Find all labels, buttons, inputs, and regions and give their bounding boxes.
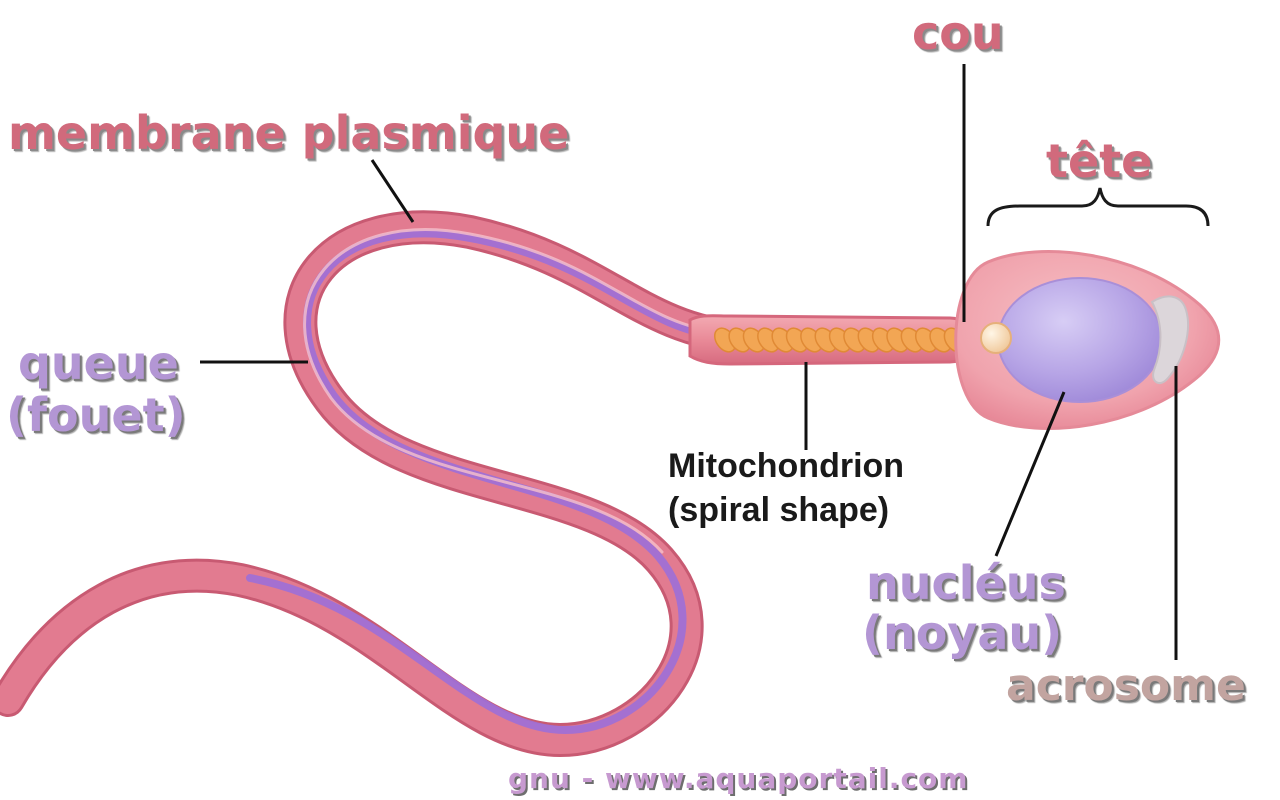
queue-label-line1: queue — [18, 336, 179, 390]
queue-label-line2: (fouet) — [6, 388, 186, 442]
acrosome-label: acrosome — [1006, 660, 1246, 711]
cou-label: cou — [912, 6, 1004, 60]
neck-centriole — [980, 322, 1012, 354]
acrosome-cap — [1150, 295, 1189, 385]
membrane-label: membrane plasmique — [8, 106, 570, 160]
tete-label: tête — [1046, 134, 1153, 188]
nucleus-label-line2: (noyau) — [862, 606, 1063, 660]
tail — [0, 210, 757, 758]
source-credit: gnu - www.aquaportail.com — [508, 762, 969, 795]
head — [954, 250, 1221, 430]
membrane-leader — [370, 159, 415, 223]
head-bracket — [986, 187, 1210, 227]
mitochondrion-spiral — [713, 327, 967, 353]
nucleus-leader — [994, 391, 1066, 557]
nucleus — [997, 277, 1163, 403]
mitochondrion-label-line1: Mitochondrion — [668, 447, 905, 485]
mitochondrion-label-line2: (spiral shape) — [668, 491, 890, 529]
nucleus-label-line1: nucléus — [866, 556, 1066, 610]
